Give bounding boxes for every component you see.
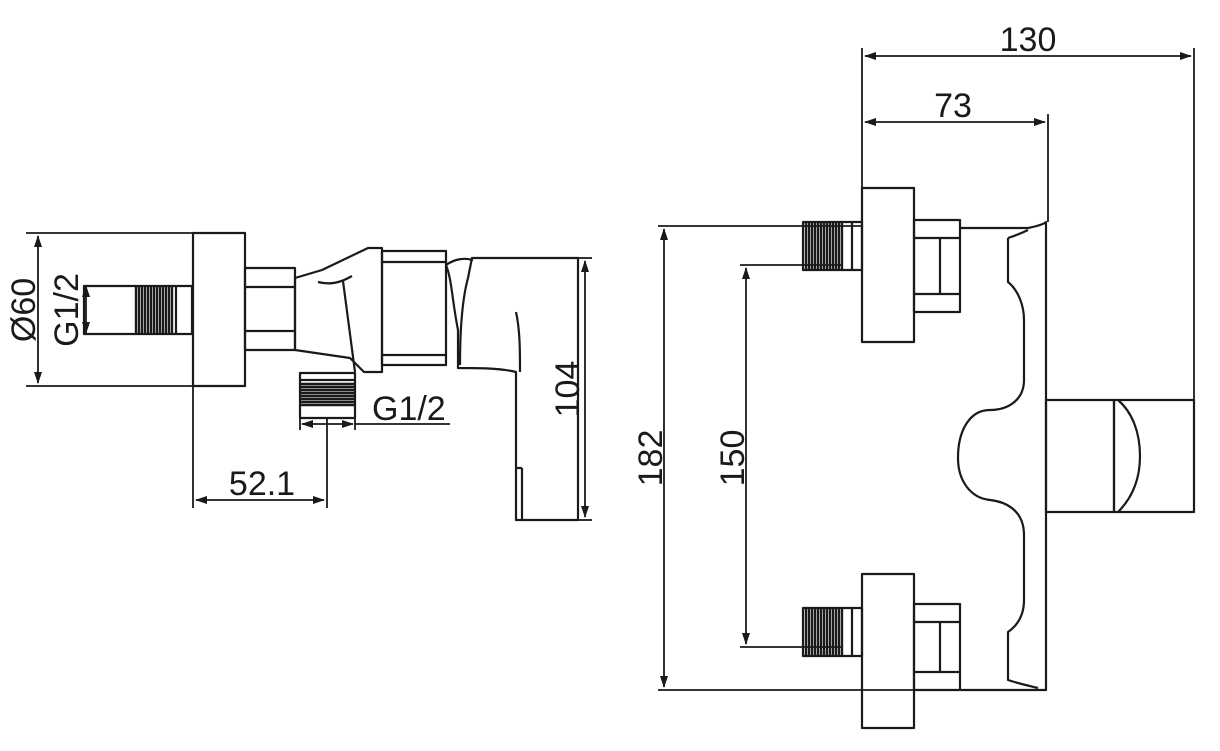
lever-handle — [444, 256, 580, 522]
wall-flange — [191, 231, 247, 388]
centers-150-label: 150 — [714, 430, 752, 487]
dim-diameter-60: Ø60 — [5, 232, 193, 387]
dim-depth-130: 130 — [861, 21, 1195, 400]
side-view: Ø60 G1/2 G1/2 104 52.1 — [5, 231, 592, 522]
mixer-body — [293, 246, 448, 374]
hex-nut — [243, 266, 297, 352]
dim-wall-thread: G1/2 — [48, 273, 90, 347]
dim-centers-150: 150 — [714, 264, 842, 648]
dim-height-104: 104 — [549, 257, 592, 521]
upper-inlet — [801, 186, 962, 344]
wall-thread-fitting — [82, 284, 194, 336]
outlet-thread-fitting — [298, 371, 357, 420]
dim-outlet-thread: G1/2 — [299, 390, 450, 430]
wall-thread-hatching — [134, 286, 174, 334]
height-104-label: 104 — [549, 361, 587, 418]
dim-offset-52-1: 52.1 — [192, 386, 328, 508]
diameter-label: Ø60 — [5, 278, 43, 342]
depth-73-label: 73 — [934, 87, 972, 125]
dim-height-182: 182 — [632, 225, 960, 691]
dim-depth-73: 73 — [864, 87, 1049, 222]
depth-130-label: 130 — [1000, 21, 1057, 59]
mixer-body-front — [956, 220, 1048, 692]
lower-inlet-thread-hatching — [804, 608, 841, 656]
height-182-label: 182 — [632, 430, 670, 487]
wall-thread-label: G1/2 — [48, 273, 86, 347]
front-view: 130 73 182 150 — [632, 21, 1196, 730]
outlet-thread-label: G1/2 — [372, 390, 446, 428]
cartridge-cap — [1044, 398, 1196, 514]
upper-inlet-thread-hatching — [804, 222, 841, 270]
outlet-thread-hatching — [300, 382, 355, 407]
lower-inlet — [801, 572, 962, 730]
offset-label: 52.1 — [229, 465, 295, 503]
